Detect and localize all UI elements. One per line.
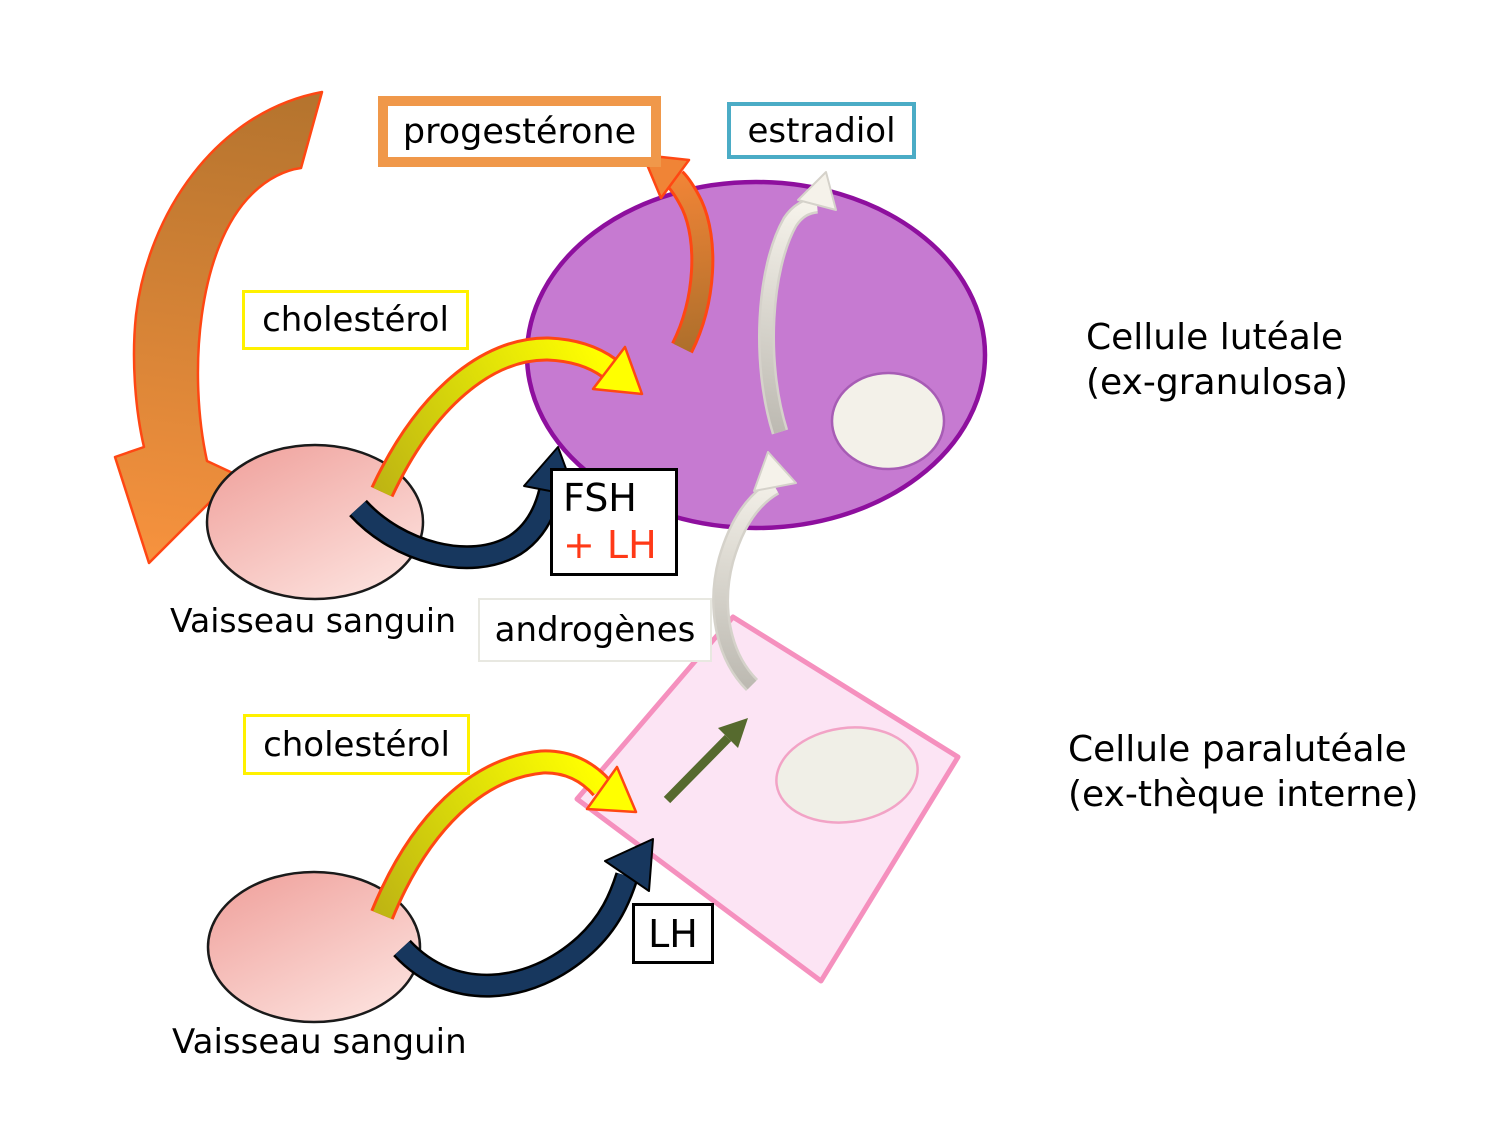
estradiol-arrow	[758, 171, 837, 435]
fsh-lh-box: FSH + LH	[550, 468, 678, 576]
paraluteal-cell-caption-line2: (ex-thèque interne)	[1068, 774, 1419, 816]
paraluteal-cell-caption: Cellule paralutéale (ex-thèque interne)	[1068, 727, 1418, 818]
androgens-label: androgènes	[494, 610, 696, 650]
plus-lh-label: + LH	[563, 523, 657, 567]
blood-vessel-top-caption: Vaisseau sanguin	[170, 601, 456, 640]
androgens-box: androgènes	[478, 598, 712, 662]
progesterone-box: progestérone	[378, 96, 661, 167]
paraluteal-cell	[574, 614, 961, 984]
estradiol-box: estradiol	[727, 102, 916, 159]
luteal-cell-caption-line2: (ex-granulosa)	[1086, 362, 1349, 404]
blood-vessel-bottom	[206, 870, 422, 1024]
cholesterol-top-label: cholestérol	[262, 300, 449, 340]
luteal-cell-caption: Cellule lutéale (ex-granulosa)	[1086, 315, 1348, 406]
lh-arrow	[393, 838, 654, 998]
lh-label: LH	[648, 911, 698, 956]
progesterone-label: progestérone	[402, 111, 637, 152]
paraluteal-cell-nucleus	[775, 726, 919, 824]
luteal-cell-caption-line1: Cellule lutéale	[1086, 317, 1343, 358]
blood-vessel-top	[205, 443, 425, 601]
cholesterol-arrow-top	[370, 336, 644, 498]
cholesterol-arrow-bottom	[370, 749, 638, 920]
paraluteal-cell-caption-line1: Cellule paralutéale	[1068, 729, 1407, 770]
progesterone-release-arrow	[113, 90, 324, 565]
luteal-cell-nucleus	[830, 371, 946, 471]
estradiol-label: estradiol	[747, 110, 896, 151]
cholesterol-box-bottom: cholestérol	[243, 714, 470, 775]
cholesterol-bottom-label: cholestérol	[263, 724, 450, 765]
cholesterol-box-top: cholestérol	[242, 290, 469, 350]
blood-vessel-bottom-caption: Vaisseau sanguin	[172, 1022, 467, 1062]
fsh-label: FSH	[563, 475, 637, 520]
lh-box: LH	[632, 903, 714, 964]
androgen-synthesis-arrow	[663, 718, 748, 804]
